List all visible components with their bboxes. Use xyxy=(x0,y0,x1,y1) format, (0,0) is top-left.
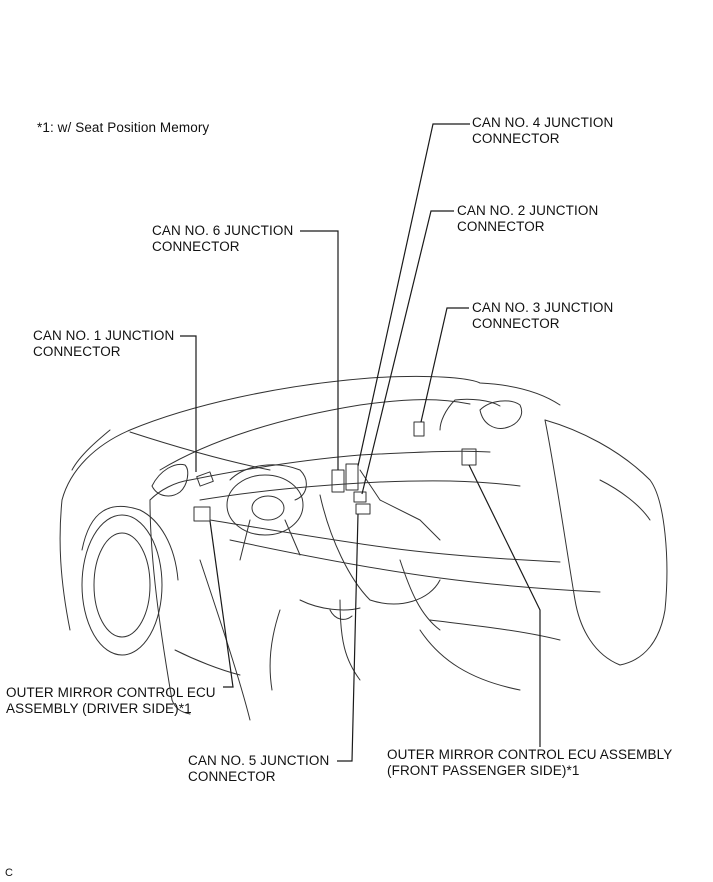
can6-connector-body xyxy=(331,469,345,493)
leader-can5 xyxy=(337,513,359,762)
car-body-outline xyxy=(61,375,561,501)
can4-connector-body xyxy=(345,463,359,491)
gear-lever xyxy=(329,609,353,620)
leader-can2 xyxy=(361,210,454,495)
leader-can3 xyxy=(420,307,469,423)
footnote: *1: w/ Seat Position Memory xyxy=(37,120,210,135)
can5-connector-body xyxy=(355,503,371,515)
seat-outline xyxy=(399,559,561,641)
figure-code: C xyxy=(5,867,14,879)
leader-can4 xyxy=(357,123,470,467)
driver-door xyxy=(149,499,173,701)
passenger-door xyxy=(544,419,668,666)
steering-wheel xyxy=(226,474,304,536)
passenger-mirror xyxy=(479,400,523,429)
leader-can6 xyxy=(300,230,339,470)
callout-mirror-passenger: OUTER MIRROR CONTROL ECU ASSEMBLY(FRONT … xyxy=(387,747,673,778)
mirror-ecu-driver-body xyxy=(193,506,211,522)
instrument-cluster xyxy=(229,464,307,501)
front-wheel xyxy=(81,514,163,656)
leader-can1 xyxy=(180,335,197,472)
can3-connector-body xyxy=(413,421,425,437)
can1-connector-body xyxy=(196,471,214,487)
can2-connector-body xyxy=(353,491,367,503)
leader-mirror-driver xyxy=(209,520,234,688)
leader-mirror-passenger xyxy=(468,464,541,747)
center-console xyxy=(319,494,441,605)
driver-mirror xyxy=(151,463,189,497)
